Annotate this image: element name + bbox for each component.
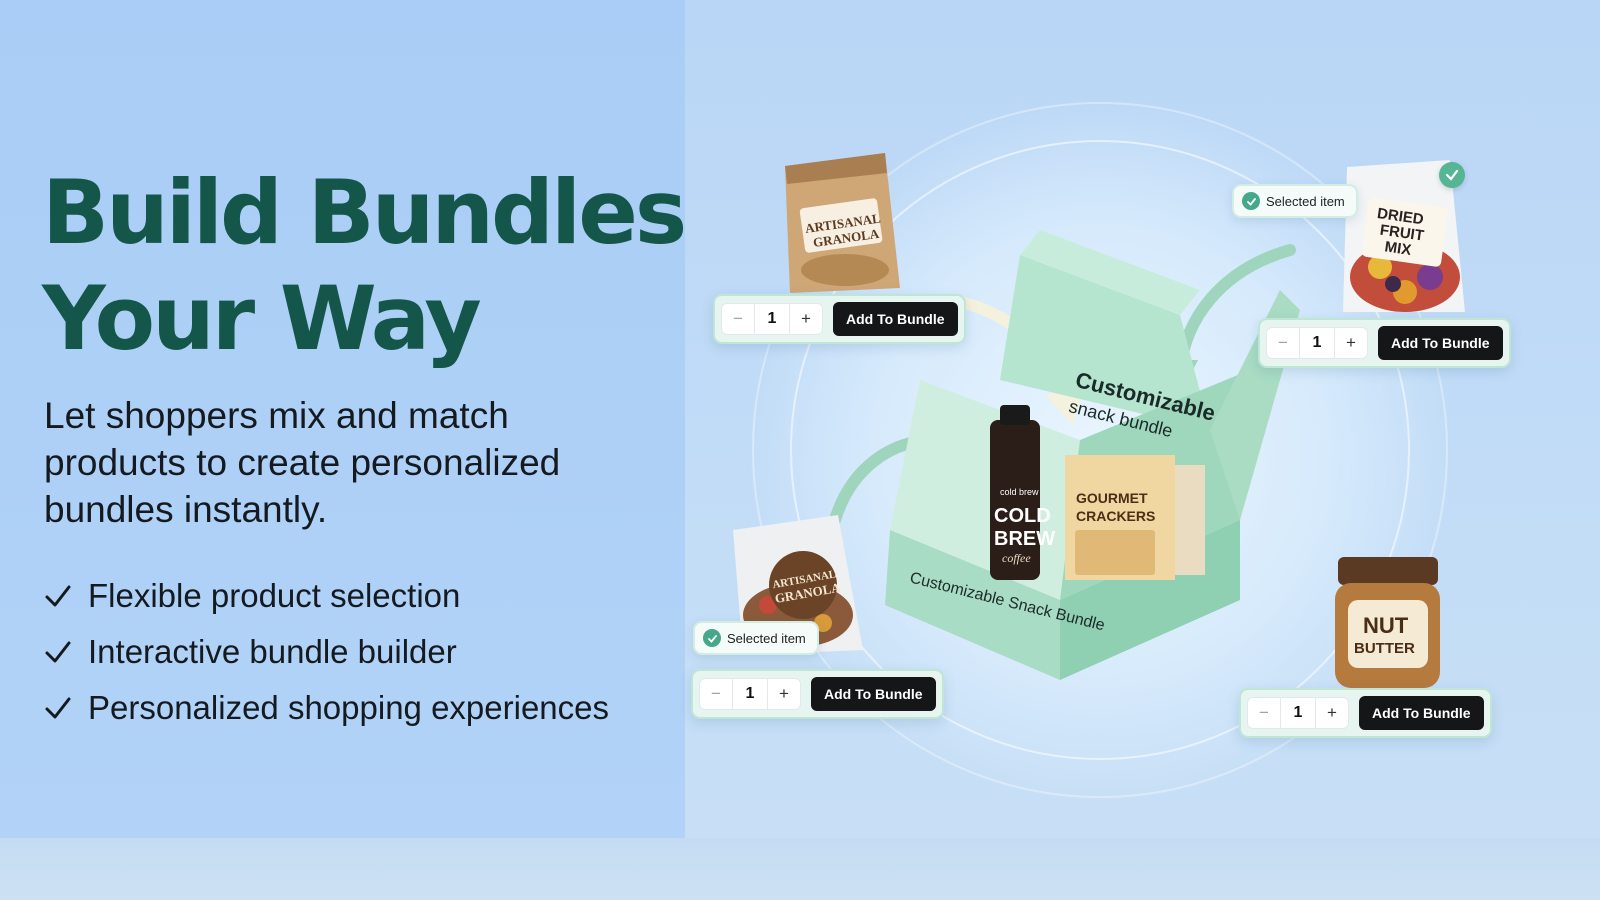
decrement-button[interactable]: − bbox=[1259, 703, 1269, 722]
dried-fruit-label-2: FRUIT bbox=[1379, 222, 1425, 245]
dried-fruit-bag: DRIED FRUIT MIX bbox=[1343, 160, 1465, 312]
increment-button[interactable]: + bbox=[801, 309, 811, 328]
crackers-text-2: CRACKERS bbox=[1076, 508, 1155, 524]
feature-label: Interactive bundle builder bbox=[88, 633, 457, 670]
add-to-bundle-control: − 1 + Add To Bundle bbox=[1239, 688, 1492, 738]
decrement-button[interactable]: − bbox=[711, 684, 721, 703]
add-to-bundle-button[interactable]: Add To Bundle bbox=[811, 677, 936, 711]
quantity-stepper: − 1 + bbox=[699, 678, 801, 710]
quantity-input[interactable]: 1 bbox=[1280, 697, 1316, 729]
increment-button[interactable]: + bbox=[779, 684, 789, 703]
feature-item: Interactive bundle builder bbox=[44, 624, 609, 680]
checkmark-icon bbox=[45, 697, 71, 719]
quantity-input[interactable]: 1 bbox=[754, 303, 790, 335]
quantity-stepper: − 1 + bbox=[721, 303, 823, 335]
headline: Build Bundles Your Way bbox=[42, 160, 702, 372]
quantity-input[interactable]: 1 bbox=[1299, 327, 1335, 359]
headline-line-1: Build Bundles bbox=[42, 161, 687, 264]
add-to-bundle-button[interactable]: Add To Bundle bbox=[833, 302, 958, 336]
bottom-strip bbox=[0, 838, 1600, 900]
headline-line-2: Your Way bbox=[42, 267, 482, 370]
hero-panel bbox=[0, 0, 685, 838]
selected-check-icon bbox=[1439, 162, 1465, 188]
bundle-box: Customizable snack bundle Customizable S… bbox=[885, 230, 1300, 680]
checkmark-icon bbox=[45, 585, 71, 607]
nut-butter-label-2: BUTTER bbox=[1354, 640, 1415, 657]
add-to-bundle-button[interactable]: Add To Bundle bbox=[1378, 326, 1503, 360]
add-to-bundle-control: − 1 + Add To Bundle bbox=[713, 294, 966, 344]
check-circle-icon bbox=[703, 629, 721, 647]
granola-bag: ARTISANAL GRANOLA bbox=[785, 153, 900, 293]
selected-item-badge: Selected item bbox=[693, 621, 819, 655]
checkmark-icon bbox=[45, 641, 71, 663]
halo-ring-outer bbox=[752, 102, 1448, 798]
bottle-text-2: BREW bbox=[994, 528, 1055, 550]
add-to-bundle-control: − 1 + Add To Bundle bbox=[691, 669, 944, 719]
selected-item-label: Selected item bbox=[1266, 193, 1345, 209]
nut-butter-label-1: NUT bbox=[1363, 613, 1409, 638]
nut-butter-jar: NUT BUTTER bbox=[1335, 557, 1440, 688]
increment-button[interactable]: + bbox=[1346, 333, 1356, 352]
feature-item: Flexible product selection bbox=[44, 568, 609, 624]
dried-fruit-label-1: DRIED bbox=[1376, 205, 1425, 228]
add-to-bundle-button[interactable]: Add To Bundle bbox=[1359, 696, 1484, 730]
feature-item: Personalized shopping experiences bbox=[44, 680, 609, 736]
feature-label: Flexible product selection bbox=[88, 577, 461, 614]
quantity-input[interactable]: 1 bbox=[732, 678, 768, 710]
bottle-text-1: COLD bbox=[994, 505, 1051, 527]
bottle-text-3: coffee bbox=[1002, 551, 1031, 565]
granola-mix-bag: ARTISANAL GRANOLA bbox=[733, 515, 863, 655]
check-circle-icon bbox=[1242, 192, 1260, 210]
dried-fruit-label-3: MIX bbox=[1384, 238, 1413, 259]
feature-list: Flexible product selection Interactive b… bbox=[44, 568, 609, 736]
decrement-button[interactable]: − bbox=[1278, 333, 1288, 352]
subtitle: Let shoppers mix and match products to c… bbox=[44, 395, 561, 530]
decrement-button[interactable]: − bbox=[733, 309, 743, 328]
selected-item-badge: Selected item bbox=[1232, 184, 1358, 218]
quantity-stepper: − 1 + bbox=[1247, 697, 1349, 729]
quantity-stepper: − 1 + bbox=[1266, 327, 1368, 359]
bottle-top-text: cold brew bbox=[1000, 487, 1039, 497]
add-to-bundle-control: − 1 + Add To Bundle bbox=[1258, 318, 1511, 368]
feature-label: Personalized shopping experiences bbox=[88, 689, 610, 726]
crackers-text-1: GOURMET bbox=[1076, 490, 1148, 506]
increment-button[interactable]: + bbox=[1327, 703, 1337, 722]
selected-item-label: Selected item bbox=[727, 630, 806, 646]
